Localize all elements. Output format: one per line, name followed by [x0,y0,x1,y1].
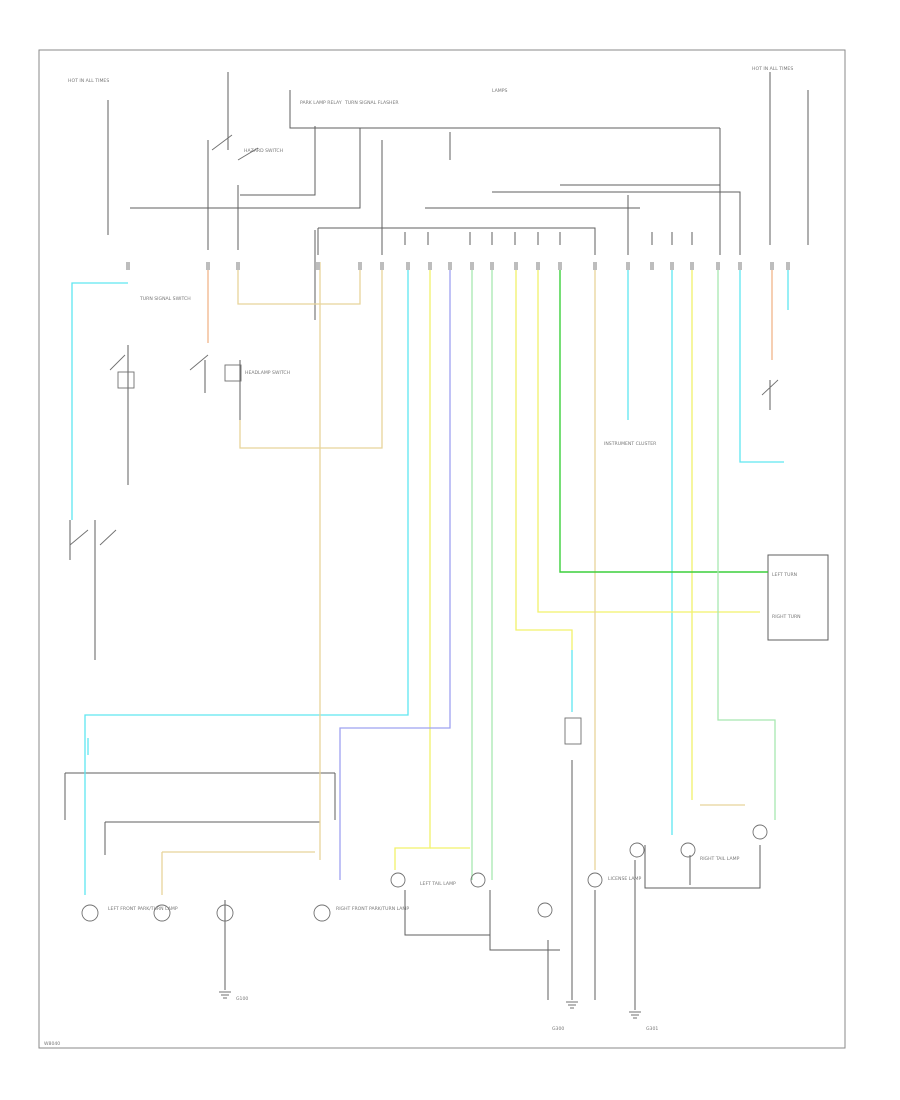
label-ground-left: G100 [236,996,248,1002]
label-front-lamps-right: RIGHT FRONT PARK/TURN LAMP [336,906,409,912]
cyan-wires [71,262,789,895]
yellow-wires [394,262,760,870]
label-page-code: W8040 [44,1041,60,1047]
lightgreen-wires [471,262,776,880]
blue-wires [339,262,451,880]
label-left-turn-indicator: LEFT TURN [772,572,797,578]
tan-wires [161,262,745,895]
label-rear-left-tail: LEFT TAIL LAMP [420,881,456,887]
component-labels: HOT IN ALL TIMES HOT IN ALL TIMES LAMPS … [44,66,801,1047]
switch-symbols [69,134,779,745]
label-headlamp-switch: HEADLAMP SWITCH [245,370,290,376]
black-wires [64,72,829,1010]
ground-symbols [219,991,641,1019]
label-hot-right: HOT IN ALL TIMES [752,66,793,72]
label-ground-right: G301 [646,1026,658,1032]
label-right-turn-indicator: RIGHT TURN [772,614,801,620]
label-turn-signal-switch: TURN SIGNAL SWITCH [139,296,191,302]
label-hot-left: HOT IN ALL TIMES [68,78,109,84]
label-top-center: LAMPS [492,88,508,94]
orange-wires [207,262,773,360]
label-park-lamp-relay: PARK LAMP RELAY [300,100,342,106]
label-turn-signal-flasher: TURN SIGNAL FLASHER [344,100,399,106]
green-wires [559,262,768,573]
lamp-symbols [81,824,768,922]
label-instrument-cluster: INSTRUMENT CLUSTER [604,441,657,447]
label-ground-center: G300 [552,1026,564,1032]
connector-pins [126,262,790,270]
diagram-frame [38,49,846,1049]
label-rear-right-tail: RIGHT TAIL LAMP [700,856,740,862]
label-hazard-switch: HAZARD SWITCH [244,148,283,154]
label-front-lamps-left: LEFT FRONT PARK/TURN LAMP [108,906,178,912]
label-license-lamp: LICENSE LAMP [608,876,642,882]
